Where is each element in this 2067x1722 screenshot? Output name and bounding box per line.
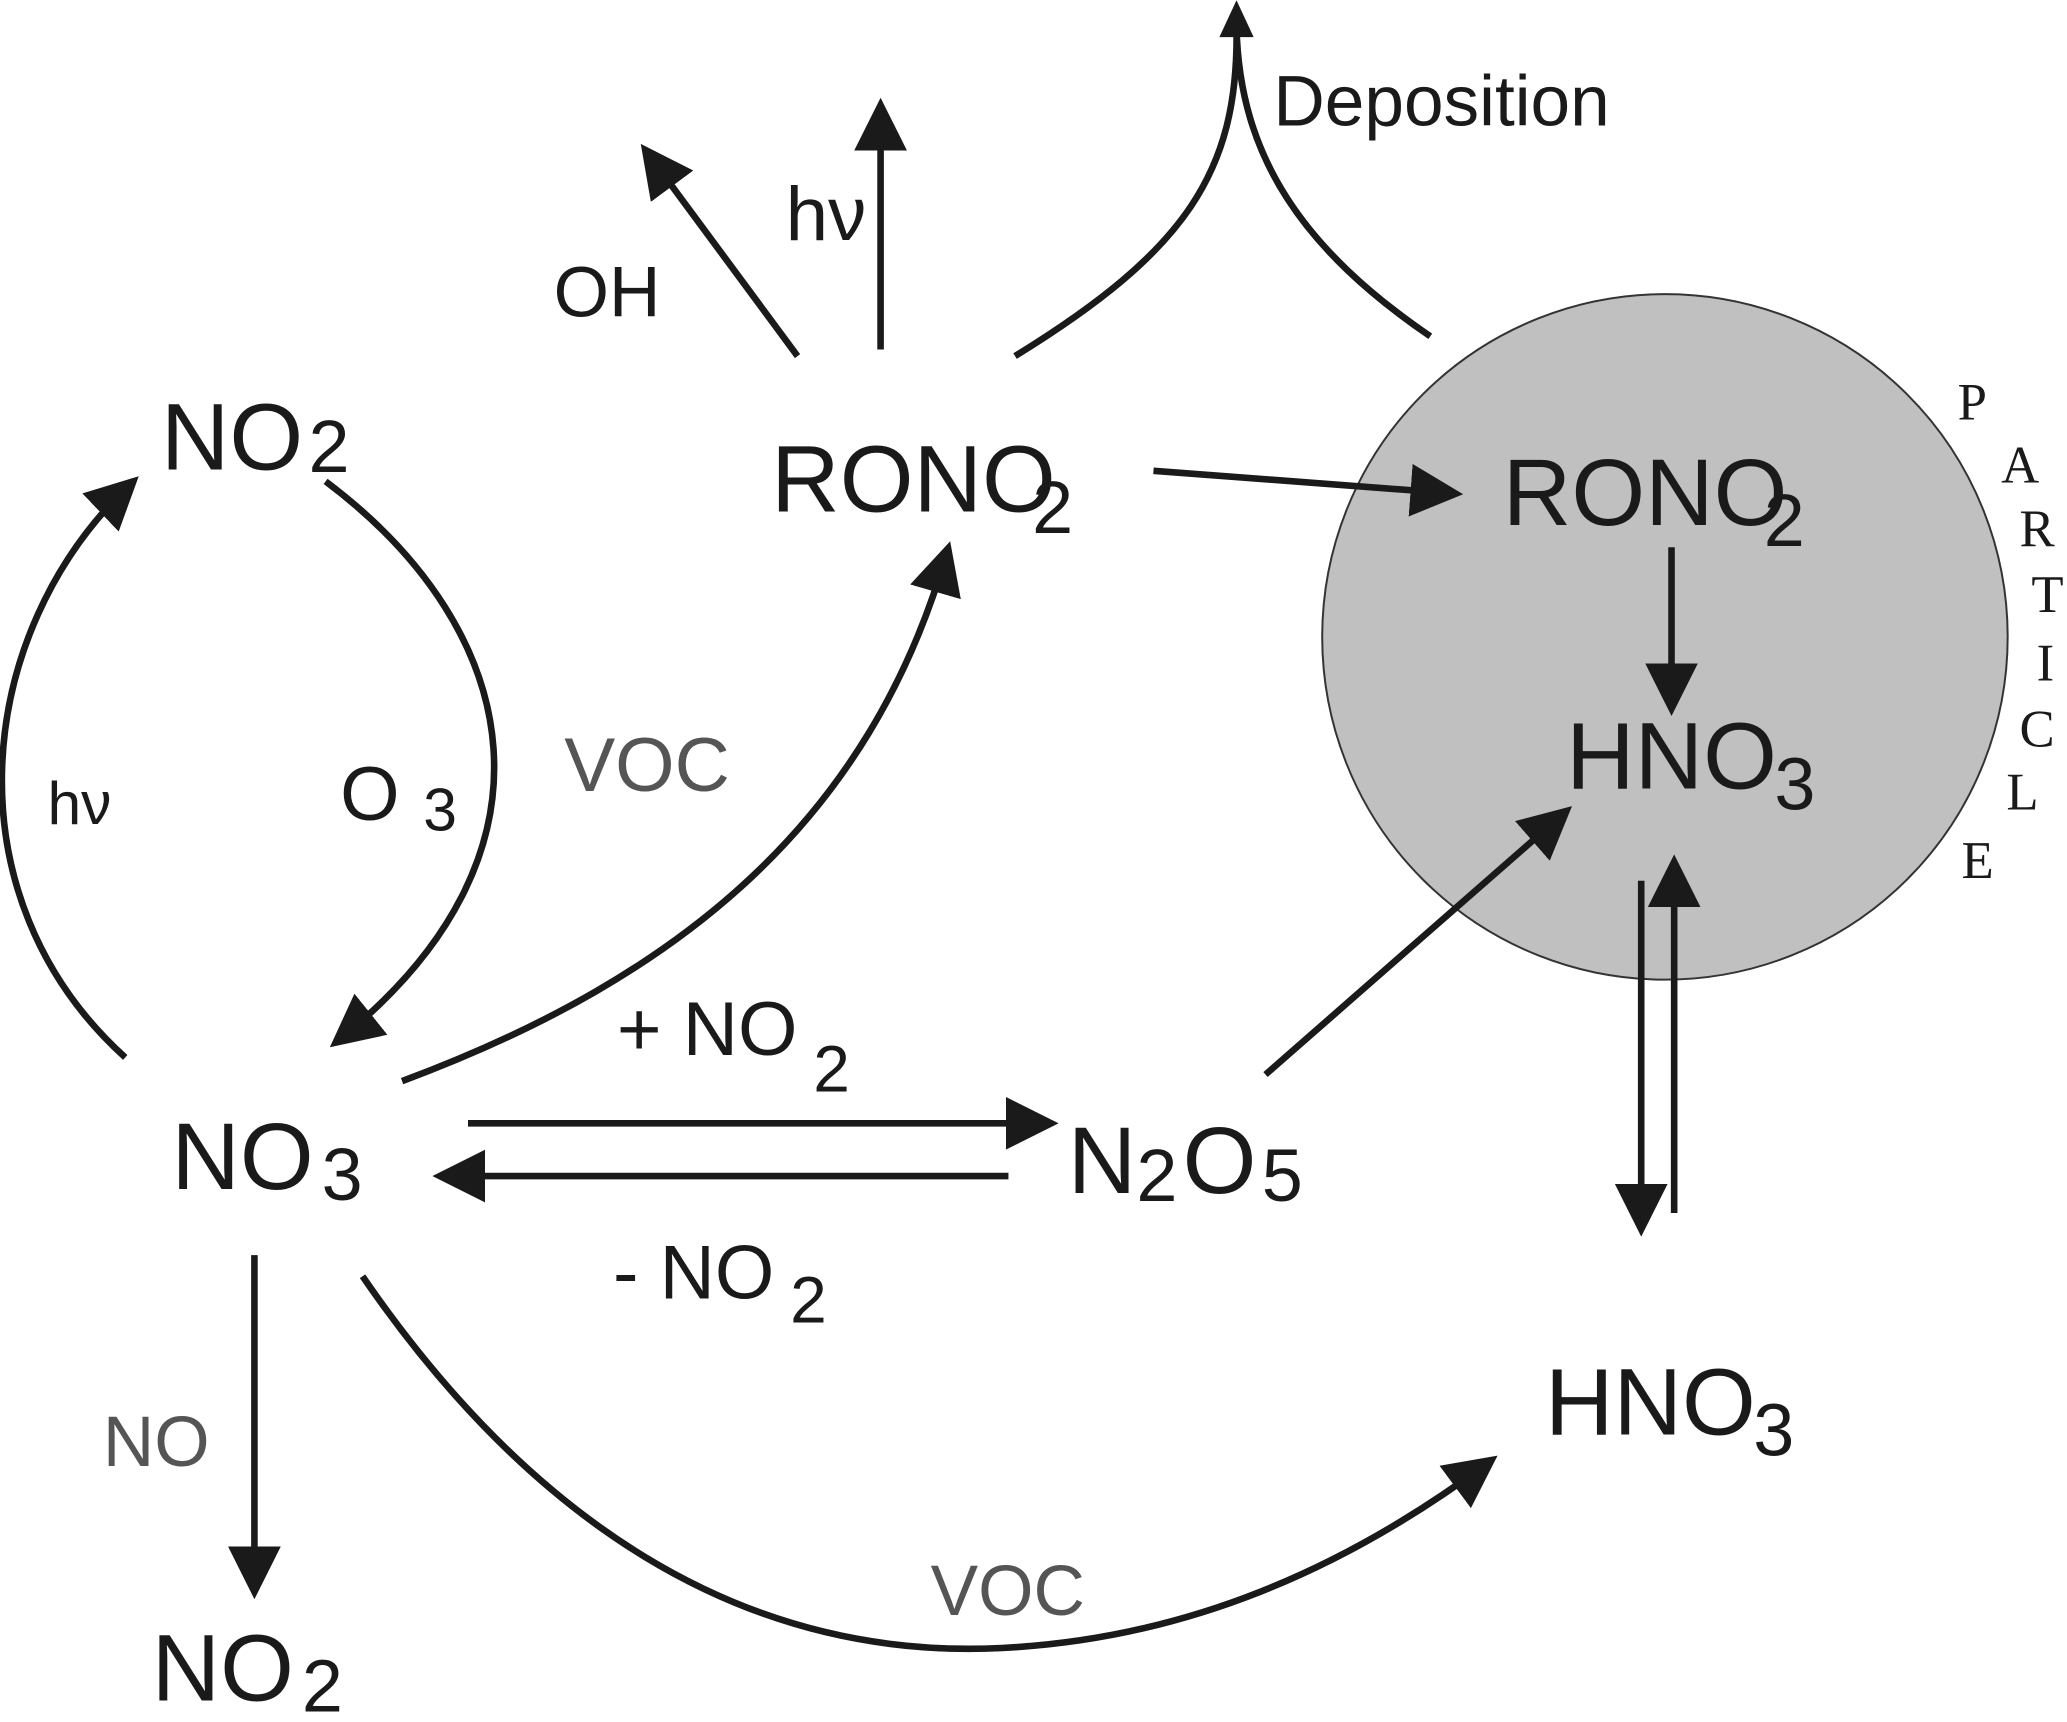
svg-text:A: A	[2001, 437, 2039, 495]
label-voc-upper: VOC	[564, 723, 730, 808]
svg-text:P: P	[1958, 373, 1987, 431]
deposition-curve-particle	[1233, 26, 1433, 340]
label-no: NO	[103, 1403, 210, 1482]
arrow-no3-to-hno3-voc	[359, 1274, 1498, 1653]
particle-circle	[1321, 293, 2009, 981]
arrow-no3-to-rono2-voc	[400, 541, 961, 1085]
species-no2-top: NO2	[161, 384, 350, 490]
label-oh: OH	[554, 254, 661, 333]
species-rono2-gas: RONO2	[771, 427, 1073, 549]
svg-text:I: I	[2037, 634, 2055, 692]
arrow-rono2-to-particle	[1153, 463, 1464, 517]
svg-text:C: C	[2020, 700, 2055, 758]
particle-label: P A R T I C L E	[1958, 373, 2064, 890]
arrow-no3-to-no2-hv	[0, 476, 139, 1060]
species-rono2-particle: RONO2	[1503, 440, 1805, 562]
deposition-curve-gas	[1013, 26, 1240, 359]
svg-text:R: R	[2020, 500, 2056, 558]
species-n2o5: N2O5	[1068, 1108, 1303, 1217]
svg-text:E: E	[1962, 832, 1994, 890]
label-deposition: Deposition	[1273, 62, 1609, 141]
arrow-n2o5-to-hno3-particle	[1263, 806, 1573, 1078]
label-hv-top: hν	[786, 172, 867, 257]
arrow-rono2-oh	[640, 143, 801, 359]
svg-text:L: L	[2006, 764, 2038, 822]
label-hv-left: hν	[47, 769, 111, 837]
species-hno3-particle: HNO3	[1566, 703, 1815, 825]
label-voc-lower: VOC	[931, 1552, 1085, 1631]
species-hno3-gas: HNO3	[1545, 1349, 1794, 1471]
arrow-no2-to-no3-o3	[323, 478, 498, 1048]
svg-text:T: T	[2031, 566, 2063, 624]
deposition-arrowhead	[1219, 0, 1254, 38]
